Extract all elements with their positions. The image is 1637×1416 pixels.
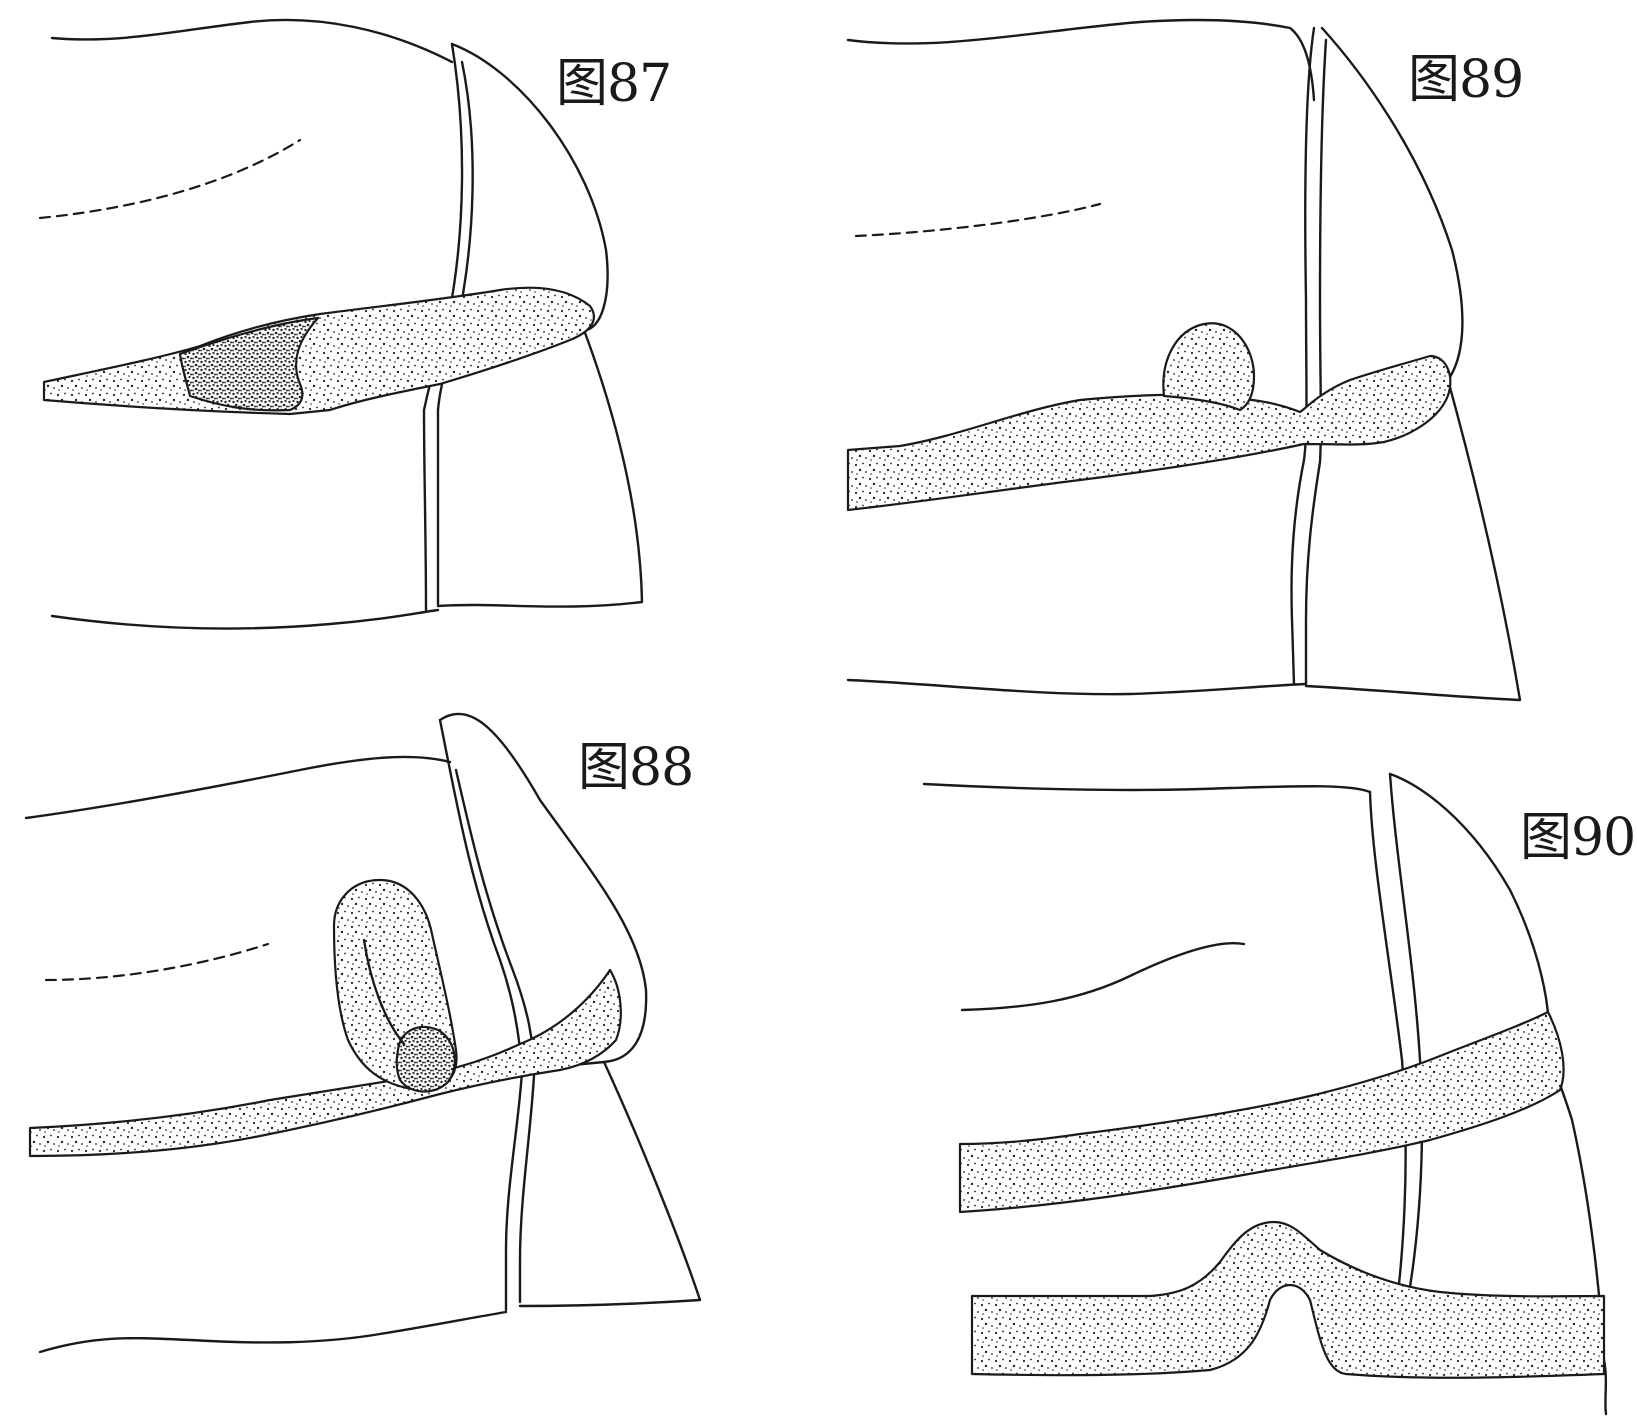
fig90-drawing bbox=[924, 774, 1606, 1414]
fig87-stippled-band bbox=[44, 288, 594, 414]
fig88-stippled-band bbox=[30, 970, 621, 1156]
fig89-stippled-band bbox=[848, 356, 1450, 510]
fig90-interproximal-line-b bbox=[1390, 774, 1422, 1340]
fig88-upper-outline bbox=[26, 757, 450, 818]
fig87-label: 图87 bbox=[556, 58, 671, 110]
fig89-drawing bbox=[848, 20, 1520, 700]
fig88-drawing bbox=[26, 714, 700, 1352]
fig88-dashed-line bbox=[46, 944, 268, 980]
fig89-dome-lesion bbox=[1163, 323, 1254, 410]
fig90-lower-band bbox=[972, 1222, 1604, 1378]
fig90-label: 图90 bbox=[1520, 812, 1635, 864]
fig88-bottom-outline bbox=[40, 1312, 506, 1352]
fig89-dashed-line bbox=[856, 204, 1100, 236]
fig88-label: 图88 bbox=[578, 742, 693, 794]
fig89-interproximal-line-b bbox=[1306, 40, 1326, 684]
fig88-root-outline bbox=[520, 1062, 700, 1306]
fig87-bottom-outline bbox=[52, 610, 438, 629]
fig90-upper-band bbox=[960, 1012, 1564, 1212]
fig90-upper-outline bbox=[924, 784, 1370, 792]
fig89-label: 图89 bbox=[1408, 54, 1523, 106]
fig89-bottom-outline bbox=[848, 680, 1306, 694]
fig88-lesion-core bbox=[397, 1027, 455, 1092]
fig87-drawing bbox=[40, 20, 642, 629]
fig87-dashed-line bbox=[40, 140, 300, 218]
fig88-interproximal-line-a bbox=[440, 720, 522, 1310]
fig87-upper-outline bbox=[52, 20, 452, 62]
fig89-interproximal-line-a bbox=[1292, 28, 1315, 684]
fig89-upper-outline bbox=[848, 20, 1314, 100]
fig90-inner-curve bbox=[962, 943, 1244, 1010]
